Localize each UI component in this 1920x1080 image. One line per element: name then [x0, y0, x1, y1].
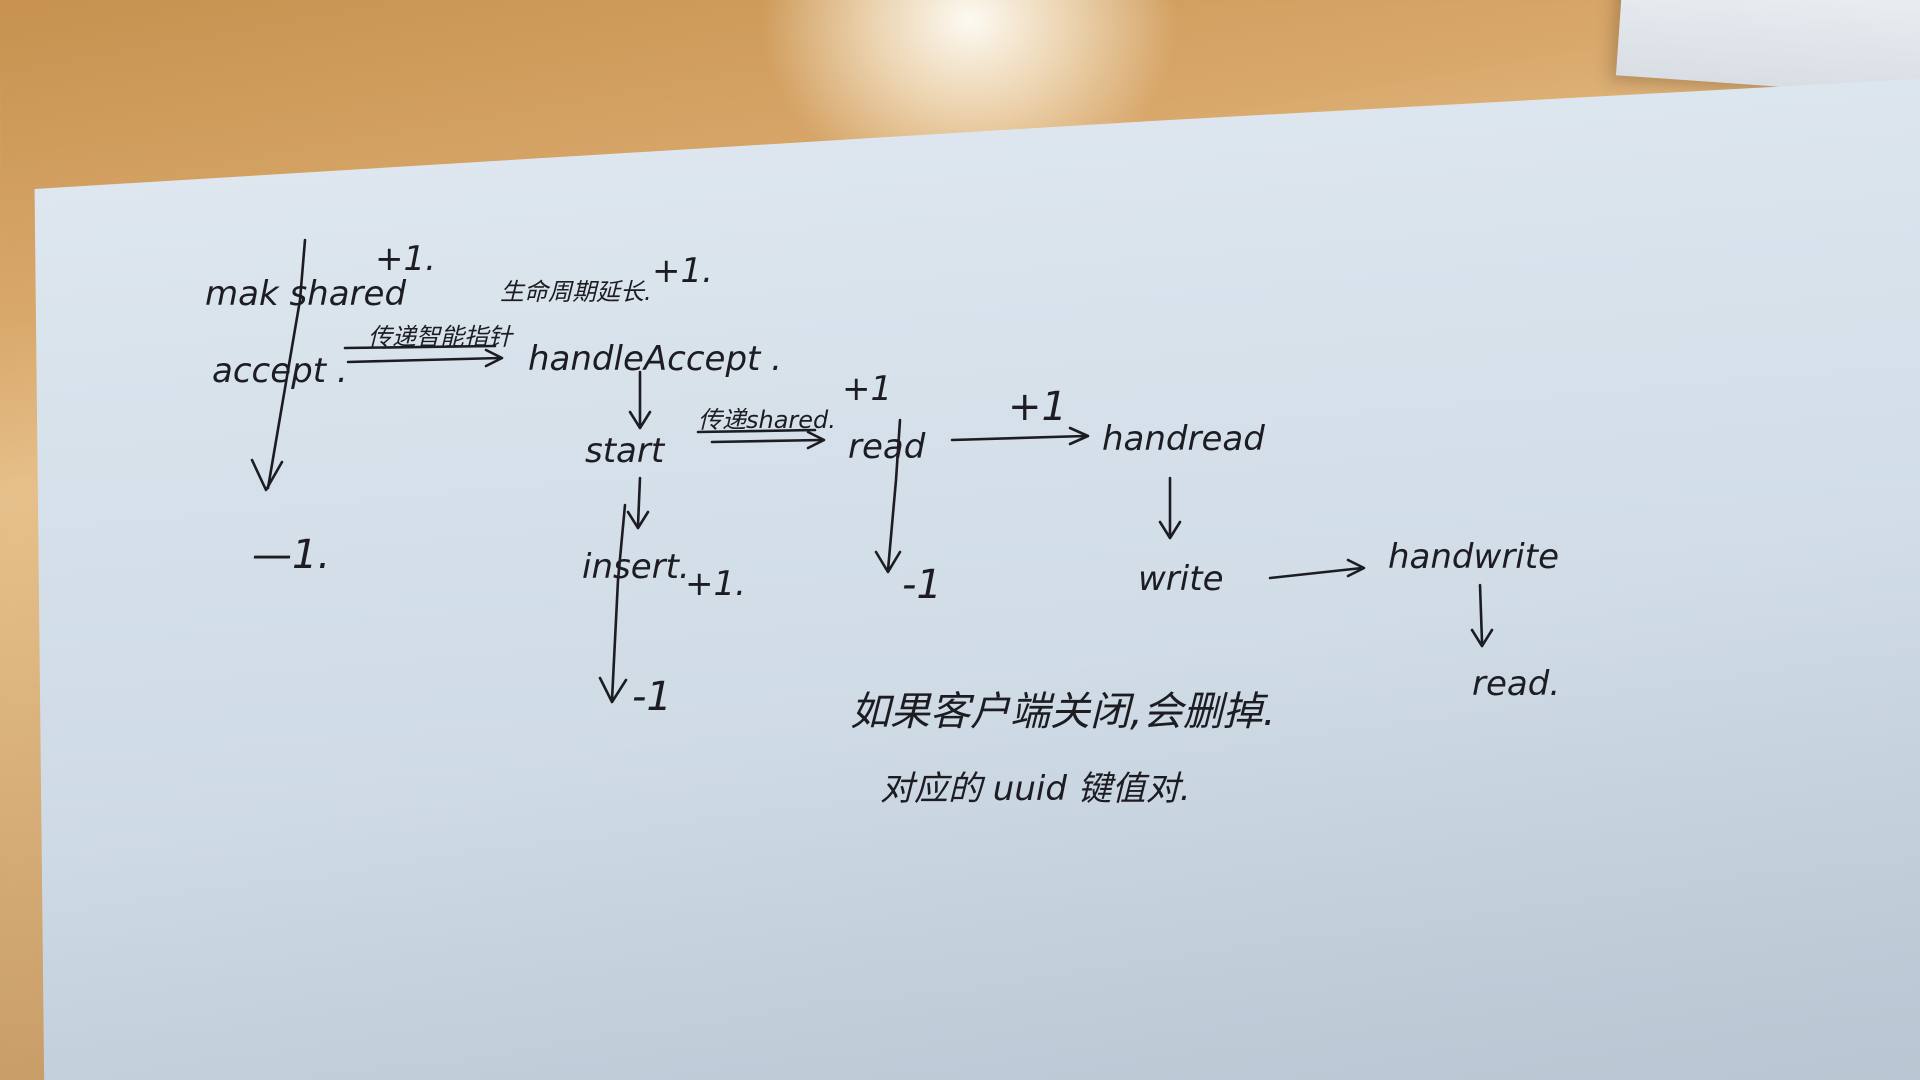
arrow-start-to-insert — [626, 476, 650, 530]
arrow-make-shared-down — [250, 238, 307, 492]
arrow-write-to-handwrite — [1268, 558, 1366, 580]
arrow-handle-to-start — [628, 370, 652, 430]
note-minus-one-a: —1. — [252, 532, 330, 578]
underline-pass-shared — [696, 428, 817, 434]
note-minus-one-b: -1 — [632, 674, 672, 720]
note-handle-accept: handleAccept . — [528, 339, 782, 379]
note-read: read — [848, 427, 926, 467]
note-uuid-pair: 对应的 uuid 键值对. — [880, 769, 1191, 809]
arrow-insert-down — [598, 503, 628, 704]
note-read-end: read. — [1472, 664, 1560, 704]
note-start: start — [585, 431, 666, 471]
note-client-close: 如果客户端关闭,会删掉. — [850, 689, 1275, 735]
note-lifecycle-extend: 生命周期延长. — [500, 278, 652, 306]
note-handread: handread — [1102, 419, 1265, 459]
note-accept: accept . — [212, 351, 348, 391]
note-plus-one-b: +1. — [652, 251, 713, 291]
note-make-shared: mak shared — [205, 274, 406, 314]
arrow-handread-to-write — [1158, 476, 1182, 540]
note-plus-one-c: +1 — [842, 369, 892, 409]
note-plus-one-a: +1. — [375, 239, 436, 279]
arrow-read-down — [874, 418, 902, 574]
underline-accept-label — [343, 344, 497, 350]
note-insert: insert. — [582, 547, 690, 587]
note-plus-one-e: +1. — [685, 564, 746, 604]
note-handwrite: handwrite — [1388, 537, 1559, 577]
note-plus-one-d: +1 — [1008, 384, 1067, 430]
note-minus-one-c: -1 — [902, 562, 942, 608]
arrow-start-to-read — [710, 430, 826, 450]
arrow-read-to-handread — [950, 426, 1090, 446]
arrow-handwrite-to-read — [1470, 583, 1494, 648]
arrow-accept-to-handle — [346, 348, 504, 368]
note-write: write — [1138, 559, 1223, 599]
